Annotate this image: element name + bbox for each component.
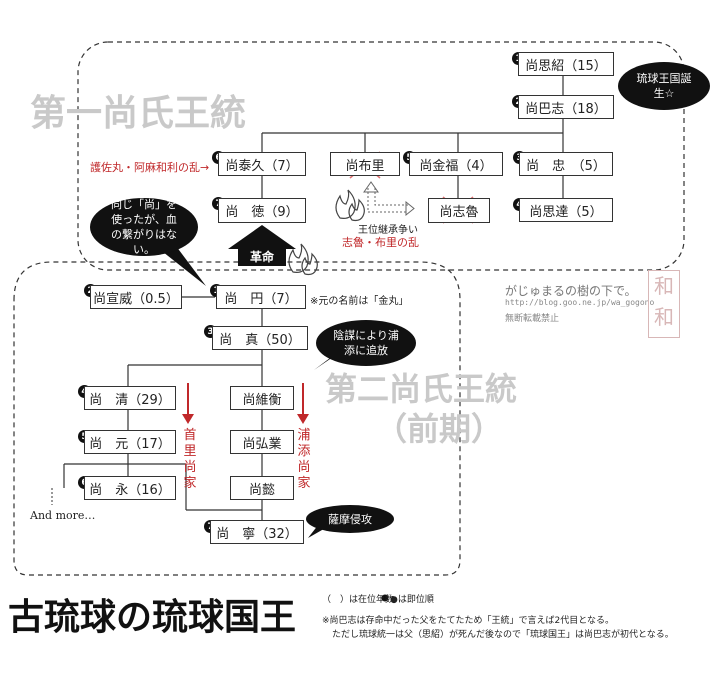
king-box-shosei: 尚 清（29） bbox=[84, 386, 176, 410]
succession-war-label: 志魯・布里の乱 bbox=[342, 236, 419, 249]
box-shoshiro: 尚志魯 bbox=[428, 198, 490, 223]
second-dynasty-heading: 第二尚氏王統 bbox=[325, 370, 518, 408]
footnote-1: ※尚巴志は存命中だった父をたてたため「王統」で言えば2代目となる。 bbox=[322, 616, 614, 626]
king-box-shogen: 尚 元（17） bbox=[84, 430, 176, 454]
bloodline-bubble: 同じ「尚」を使ったが、血の繋がりはない。 bbox=[90, 198, 198, 256]
box-shoi: 尚懿 bbox=[230, 476, 294, 500]
kingdom-birth-text: 琉球王国誕生☆ bbox=[636, 72, 692, 100]
king-box-shoshisho: 尚思紹（15） bbox=[518, 52, 614, 76]
first-dynasty-frame bbox=[77, 41, 685, 271]
kingdom-birth-bubble: 琉球王国誕生☆ bbox=[618, 62, 710, 110]
king-box-shokinpuku: 尚金福（4） bbox=[409, 152, 503, 176]
urasoe-branch-label: 浦添尚家 bbox=[297, 428, 311, 491]
second-dynasty-frame bbox=[13, 261, 461, 576]
satsuma-bubble: 薩摩侵攻 bbox=[306, 505, 394, 533]
box-shokogyo: 尚弘業 bbox=[230, 430, 294, 454]
revolution-label: 革命 bbox=[249, 250, 274, 264]
king-box-shoen: 尚 円（7） bbox=[216, 285, 306, 309]
watermark-title: がじゅまるの樹の下で。 bbox=[505, 284, 637, 298]
second-dynasty-subheading: （前期） bbox=[375, 410, 504, 448]
and-more-label: And more… bbox=[30, 509, 96, 522]
kanemaru-note: ※元の名前は「金丸」 bbox=[310, 296, 409, 307]
exile-bubble: 陰謀により浦添に追放 bbox=[316, 320, 416, 366]
box-shoikou: 尚維衡 bbox=[230, 386, 294, 410]
revolution-arrow bbox=[228, 225, 296, 266]
page-title: 古琉球の琉球国王 bbox=[8, 597, 297, 638]
king-box-shotaikyu: 尚泰久（7） bbox=[218, 152, 306, 176]
footnote-2: ただし琉球統一は父（思紹）が死んだ後なので「琉球国王」は尚巴志が初代となる。 bbox=[332, 630, 674, 640]
legend-years: （ ）は在位年数 bbox=[322, 595, 395, 605]
king-box-shosen-i: 尚宣威（0.5） bbox=[90, 285, 182, 309]
watermark-url: http://blog.goo.ne.jp/wa_gogono bbox=[505, 298, 655, 307]
king-box-shoei: 尚 永（16） bbox=[84, 476, 176, 500]
watermark-seal: 和和 bbox=[648, 270, 680, 338]
king-box-shochu: 尚 忠 （5） bbox=[519, 152, 613, 176]
rebellion-label: 護佐丸・阿麻和利の乱→ bbox=[90, 161, 210, 174]
king-box-shoshitatsu: 尚思達（5） bbox=[519, 198, 613, 222]
watermark-notice: 無断転載禁止 bbox=[505, 314, 560, 324]
king-box-shotoku: 尚 徳（9） bbox=[218, 198, 306, 223]
king-box-shohashi: 尚巴志（18） bbox=[518, 95, 614, 119]
bloodline-text: 同じ「尚」を使ったが、血の繋がりはない。 bbox=[111, 198, 177, 256]
box-shofuri: 尚布里 bbox=[330, 152, 400, 176]
exile-text: 陰謀により浦添に追放 bbox=[333, 329, 399, 357]
king-box-shoshin: 尚 真（50） bbox=[212, 326, 308, 350]
shuri-branch-label: 首里尚家 bbox=[183, 428, 197, 491]
king-box-shonei: 尚 寧（32） bbox=[210, 520, 304, 544]
first-dynasty-heading: 第一尚氏王統 bbox=[30, 93, 247, 134]
legend-order: ●は即位順 bbox=[390, 595, 434, 605]
succession-dispute-label: 王位継承争い bbox=[358, 225, 418, 236]
